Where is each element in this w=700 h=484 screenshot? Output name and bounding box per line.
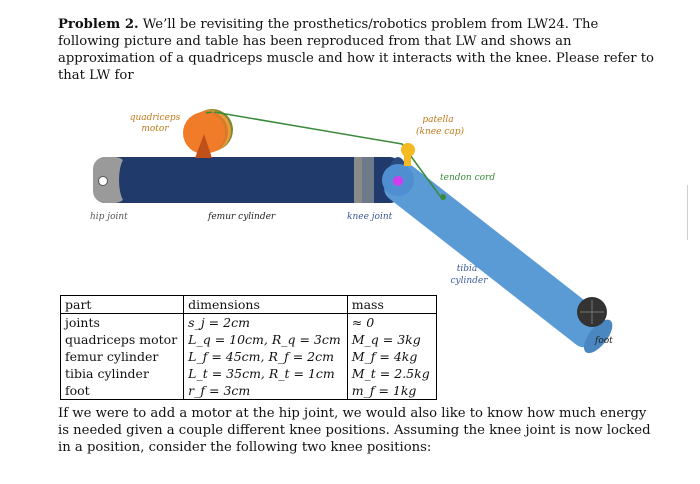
table-cell-part: foot [59, 382, 185, 400]
table-header-dimensions: dimensions [183, 295, 348, 314]
table-cell-dimensions: L_q = 10cm, R_q = 3cm [183, 331, 348, 348]
table-row: foot r_f = 3cm m_f = 1kg [59, 382, 437, 400]
tendon-cord [213, 111, 441, 197]
table-cell-dimensions: r_f = 3cm [183, 382, 348, 400]
table-cell-part: tibia cylinder [59, 365, 185, 382]
label-patella-line2: (knee cap) [416, 126, 464, 137]
table-cell-mass: M_f = 4kg [347, 348, 437, 365]
table-row: femur cylinder L_f = 45cm, R_f = 2cm M_f… [59, 348, 437, 365]
problem-intro: Problem 2. We’ll be revisiting the prost… [58, 16, 658, 84]
label-tibia-line1: tibia [457, 264, 478, 274]
label-tibia-line2: cylinder [450, 276, 488, 286]
quadriceps-motor [183, 109, 233, 158]
table-header-part: part [59, 295, 185, 314]
table-header-mass: mass [347, 295, 437, 314]
table-cell-mass: M_t = 2.5kg [347, 365, 437, 382]
label-foot: foot [594, 336, 613, 346]
label-knee-joint: knee joint [347, 212, 393, 222]
table-cell-mass: M_q = 3kg [347, 331, 437, 348]
label-quadriceps-line2: motor [141, 124, 169, 134]
table-cell-dimensions: L_f = 45cm, R_f = 2cm [183, 348, 348, 365]
problem-heading: Problem 2. [58, 17, 139, 32]
table-cell-part: femur cylinder [59, 348, 185, 365]
table-cell-dimensions: L_t = 35cm, R_t = 1cm [183, 365, 348, 382]
page-edge-rule [687, 185, 688, 240]
tibia-cylinder [384, 164, 613, 354]
label-quadriceps-line1: quadriceps [130, 113, 181, 123]
problem-intro-text: We’ll be revisiting the prosthetics/robo… [58, 17, 654, 83]
label-hip-joint: hip joint [90, 212, 128, 222]
table-cell-part: quadriceps motor [59, 331, 185, 348]
tendon-attach-point [440, 194, 446, 200]
label-patella-line1: patella [422, 115, 453, 125]
table-cell-mass: ≈ 0 [347, 313, 437, 331]
table-cell-mass: m_f = 1kg [347, 382, 437, 400]
foot [577, 297, 607, 327]
parts-table: part dimensions mass joints s_j = 2cm ≈ … [59, 295, 437, 400]
hip-joint [93, 157, 135, 203]
table-row: tibia cylinder L_t = 35cm, R_t = 1cm M_t… [59, 365, 437, 382]
label-tendon-cord: tendon cord [440, 173, 495, 183]
problem-outro: If we were to add a motor at the hip joi… [58, 406, 651, 455]
table-cell-part: joints [59, 313, 185, 331]
table-row: joints s_j = 2cm ≈ 0 [59, 313, 437, 331]
knee-pin [393, 176, 403, 186]
label-femur-cylinder: femur cylinder [207, 212, 276, 222]
table-row: quadriceps motor L_q = 10cm, R_q = 3cm M… [59, 331, 437, 348]
knee-joint [354, 157, 374, 203]
table-header-row: part dimensions mass [59, 295, 437, 314]
table-cell-dimensions: s_j = 2cm [183, 313, 348, 331]
patella [401, 143, 415, 166]
